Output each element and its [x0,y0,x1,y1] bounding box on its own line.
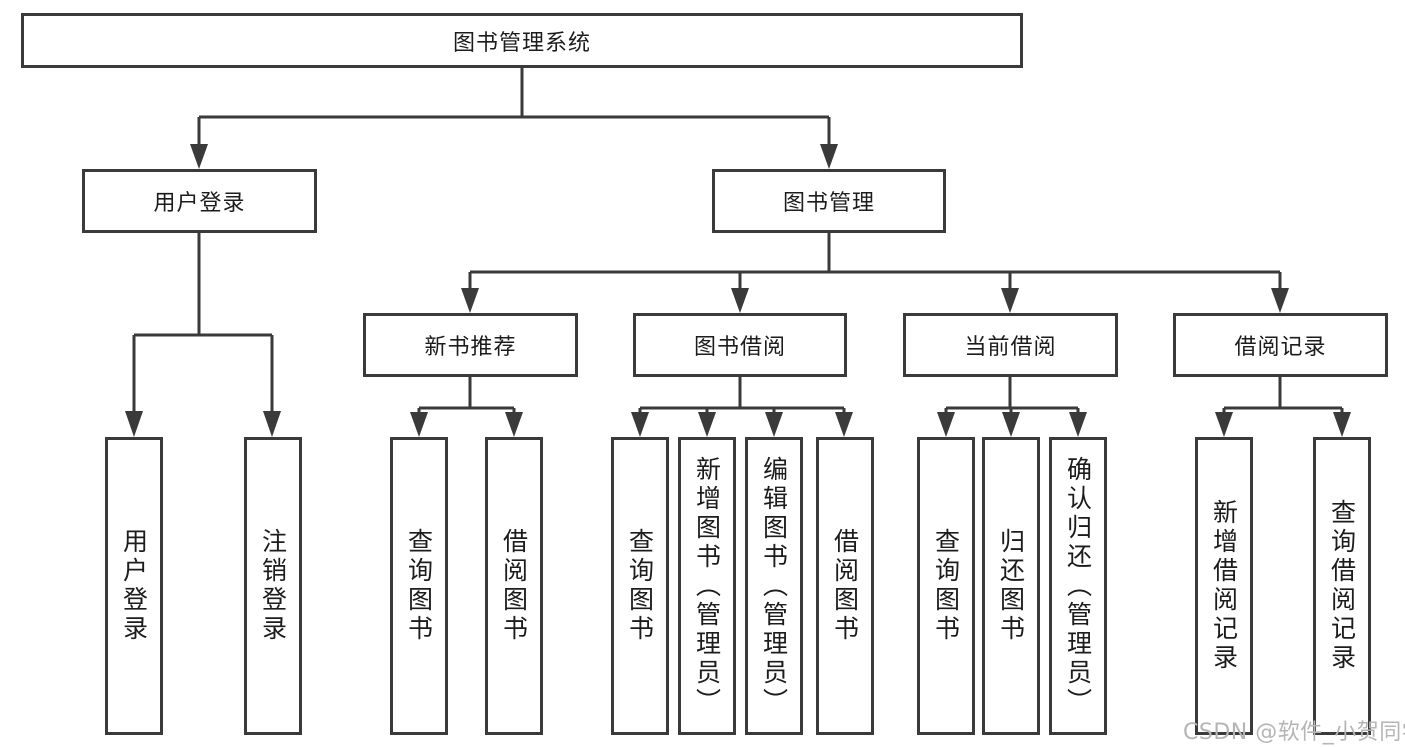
leaf-bb-borrow-books: 借阅图书 [816,437,874,735]
node-borrowing-records: 借阅记录 [1173,313,1388,377]
node-book-borrowing: 图书借阅 [633,313,847,377]
leaf-nbr-borrow-books: 借阅图书 [485,437,543,735]
leaf-bb-query-books: 查询图书 [611,437,669,735]
leaf-bb-edit-books-admin: 编辑图书（管理员） [745,437,803,735]
leaf-cb-confirm-return-admin: 确认归还（管理员） [1049,437,1107,735]
leaf-cb-return-books: 归还图书 [982,437,1040,735]
leaf-logout-login: 注销登录 [244,437,302,735]
leaf-br-add-borrow-record: 新增借阅记录 [1195,437,1253,735]
leaf-cb-query-books: 查询图书 [917,437,975,735]
leaf-br-query-borrow-record: 查询借阅记录 [1313,437,1371,735]
leaf-nbr-query-books: 查询图书 [390,437,448,735]
leaf-user-login: 用户登录 [105,437,163,735]
node-book-management: 图书管理 [712,169,946,233]
node-current-borrowing: 当前借阅 [903,313,1118,377]
node-new-book-recommend: 新书推荐 [363,313,578,377]
node-user-login: 用户登录 [82,169,317,233]
leaf-bb-add-books-admin: 新增图书（管理员） [678,437,736,735]
watermark: CSDN @软件_小贺同学 [1183,720,1405,745]
node-library-system: 图书管理系统 [21,13,1023,68]
